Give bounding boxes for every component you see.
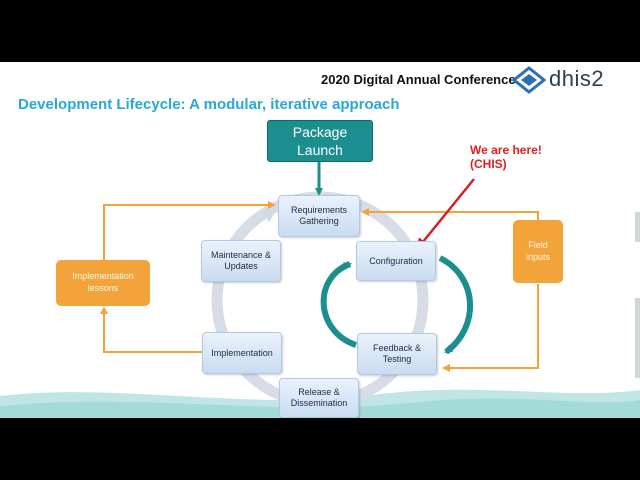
slide: 2020 Digital Annual Conference dhis2 Dev… (0, 62, 640, 418)
callout-line1: We are here! (470, 143, 542, 157)
we-are-here-callout: We are here! (CHIS) (470, 143, 542, 172)
feedback-line2: Testing (382, 354, 412, 364)
maintenance-updates-box: Maintenance &Updates (201, 240, 281, 282)
implementation-box: Implementation (202, 332, 282, 374)
requirements-line1: Requirements (290, 205, 348, 216)
edge-strip-bottom (635, 298, 640, 378)
teal-arrow-config-to-feedback (438, 255, 473, 355)
lessons-line1: Implementation (72, 271, 134, 282)
dhis2-logo-text: dhis2 (549, 66, 605, 91)
release-dissemination-box: Release &Dissemination (279, 378, 359, 418)
configuration-label: Configuration (369, 255, 423, 266)
package-launch-line1: Package (292, 123, 348, 140)
slide-title: Development Lifecycle: A modular, iterat… (18, 96, 400, 113)
lessons-line2: lessons (87, 283, 119, 293)
arrow-implementation-to-lessons (100, 306, 202, 353)
release-line2: Dissemination (290, 398, 348, 408)
feedback-testing-box: Feedback &Testing (357, 333, 437, 375)
arrow-lessons-to-requirements (103, 201, 276, 260)
release-line1: Release & (298, 387, 340, 398)
cycle-ring-arrowhead (254, 208, 278, 227)
field-line2: inputs (525, 251, 551, 262)
implementation-label: Implementation (211, 347, 273, 358)
package-launch-line2: Launch (297, 142, 343, 158)
edge-strip-top (635, 212, 640, 242)
feedback-line1: Feedback & (372, 343, 422, 354)
callout-arrow (416, 178, 475, 251)
requirements-line2: Gathering (299, 216, 339, 226)
field-line1: Field (528, 239, 548, 250)
teal-arrow-feedback-to-config (320, 261, 358, 348)
conference-name: 2020 Digital Annual Conference (321, 72, 516, 87)
maintenance-line1: Maintenance & (210, 250, 272, 261)
dhis2-logo-icon (512, 66, 546, 94)
arrow-field-to-feedback (442, 284, 539, 372)
configuration-box: Configuration (356, 241, 436, 281)
maintenance-line2: Updates (224, 261, 258, 271)
arrow-field-to-requirements (361, 208, 539, 220)
callout-line2: (CHIS) (470, 157, 507, 172)
